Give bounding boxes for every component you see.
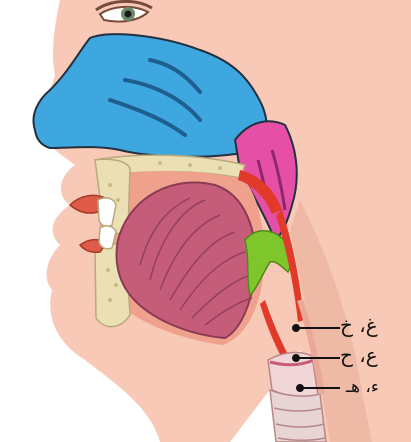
label-ghain-kha: غ، خ — [340, 314, 378, 336]
pointer-dot-2 — [293, 355, 299, 361]
trachea-icon — [270, 390, 326, 442]
label-ain-ha: ع، ح — [340, 344, 378, 366]
label-hamza-ha: ء، هـ — [346, 376, 379, 398]
pointer-dot-3 — [297, 385, 303, 391]
pointer-dot-1 — [293, 325, 299, 331]
